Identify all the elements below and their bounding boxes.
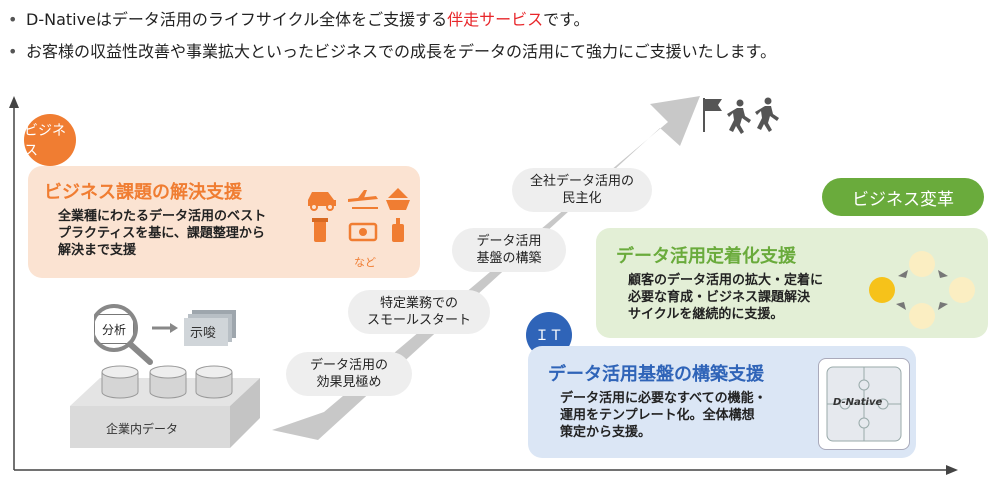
money-icon <box>348 222 378 242</box>
business-card-line: 全業種にわたるデータ活用のベスト <box>58 209 267 224</box>
transformation-text: ビジネス変革 <box>852 189 954 210</box>
medicine-icon <box>312 218 328 242</box>
analysis-bubble: 分析 <box>94 314 134 344</box>
business-card-title: ビジネス課題の解決支援 <box>44 182 242 203</box>
cycle-icon <box>869 251 975 329</box>
platform-card-line: 策定から支援。 <box>560 425 652 440</box>
step-line: データ活用の <box>309 358 388 373</box>
platform-card-line: データ活用に必要なすべての機能・ <box>560 391 767 406</box>
industry-icons <box>308 188 410 242</box>
magnifier-icon <box>94 304 236 365</box>
it-badge-label: ＩＴ <box>535 328 563 344</box>
adoption-card-line: サイクルを継続的に支援。 <box>628 307 784 322</box>
step-pill-3: データ活用基盤の構築 <box>452 228 566 272</box>
business-card-line: 解決まで支援 <box>58 243 137 258</box>
business-card-body: 全業種にわたるデータ活用のベスト プラクティスを基に、課題整理から 解決まで支援 <box>58 208 266 259</box>
step-line: 基盤の構築 <box>476 251 542 266</box>
step-line: 全社データ活用の <box>529 174 634 189</box>
step-pill-4: 全社データ活用の民主化 <box>512 168 652 212</box>
step-line: 特定業務での <box>379 296 458 311</box>
business-badge: ビジネス <box>24 114 76 166</box>
business-transformation-label: ビジネス変革 <box>822 178 984 216</box>
step-line: データ活用 <box>476 234 542 249</box>
step-pill-1: データ活用の効果見極め <box>286 352 412 396</box>
database-icon <box>70 365 260 448</box>
drink-icon <box>392 218 404 242</box>
bullet-text-end: です。 <box>543 10 590 29</box>
car-icon <box>308 192 336 211</box>
analysis-label: 分析 <box>101 322 126 337</box>
d-native-logo-text: D-Native <box>833 397 883 408</box>
adoption-card-body: 顧客のデータ活用の拡大・定着に 必要な育成・ビジネス課題解決 サイクルを継続的に… <box>628 272 823 323</box>
adoption-card-title: データ活用定着化支援 <box>616 246 796 267</box>
business-solution-card: ビジネス課題の解決支援 全業種にわたるデータ活用のベスト プラクティスを基に、課… <box>28 166 420 278</box>
airplane-icon <box>348 190 378 209</box>
bullet-dot: • <box>8 42 18 61</box>
bullet-text: お客様の収益性改善や事業拡大といったビジネスでの成長をデータの活用にて強力にご支… <box>26 42 777 61</box>
enterprise-data-label: 企業内データ <box>106 422 179 436</box>
bullet-dot: • <box>8 10 18 29</box>
adoption-support-card: データ活用定着化支援 顧客のデータ活用の拡大・定着に 必要な育成・ビジネス課題解… <box>596 228 988 338</box>
y-axis-arrowhead <box>9 96 19 108</box>
platform-card-line: 運用をテンプレート化。全体構想 <box>560 408 755 423</box>
adoption-card-line: 必要な育成・ビジネス課題解決 <box>628 290 811 305</box>
icons-note-label: など <box>354 256 376 269</box>
insight-label: 示唆 <box>190 326 217 341</box>
platform-card-title: データ活用基盤の構築支援 <box>548 364 764 385</box>
goal-flag-icon <box>703 97 779 134</box>
adoption-card-line: 顧客のデータ活用の拡大・定着に <box>628 273 824 288</box>
business-card-line: プラクティスを基に、課題整理から <box>58 226 265 241</box>
header-bullet-2: • お客様の収益性改善や事業拡大といったビジネスでの成長をデータの活用にて強力にご… <box>8 38 776 62</box>
bullet-highlight: 伴走サービス <box>447 10 544 29</box>
header-bullet-1: • D-Nativeはデータ活用のライフサイクル全体をご支援する伴走サービスです。 <box>8 6 590 30</box>
step-line: スモールスタート <box>366 313 471 328</box>
running-people-icon <box>727 97 779 134</box>
bullet-text: D-Nativeはデータ活用のライフサイクル全体をご支援する <box>26 10 448 29</box>
step-pill-2: 特定業務でのスモールスタート <box>348 290 490 334</box>
step-line: 民主化 <box>562 191 602 206</box>
platform-card-body: データ活用に必要なすべての機能・ 運用をテンプレート化。全体構想 策定から支援。 <box>560 390 767 441</box>
x-axis-arrowhead <box>946 465 958 475</box>
puzzle-icon: D-Native <box>818 358 910 450</box>
platform-build-card: データ活用基盤の構築支援 データ活用に必要なすべての機能・ 運用をテンプレート化… <box>528 346 916 458</box>
ship-icon <box>386 188 410 210</box>
step-line: 効果見極め <box>316 375 382 390</box>
business-badge-label: ビジネス <box>24 123 66 159</box>
